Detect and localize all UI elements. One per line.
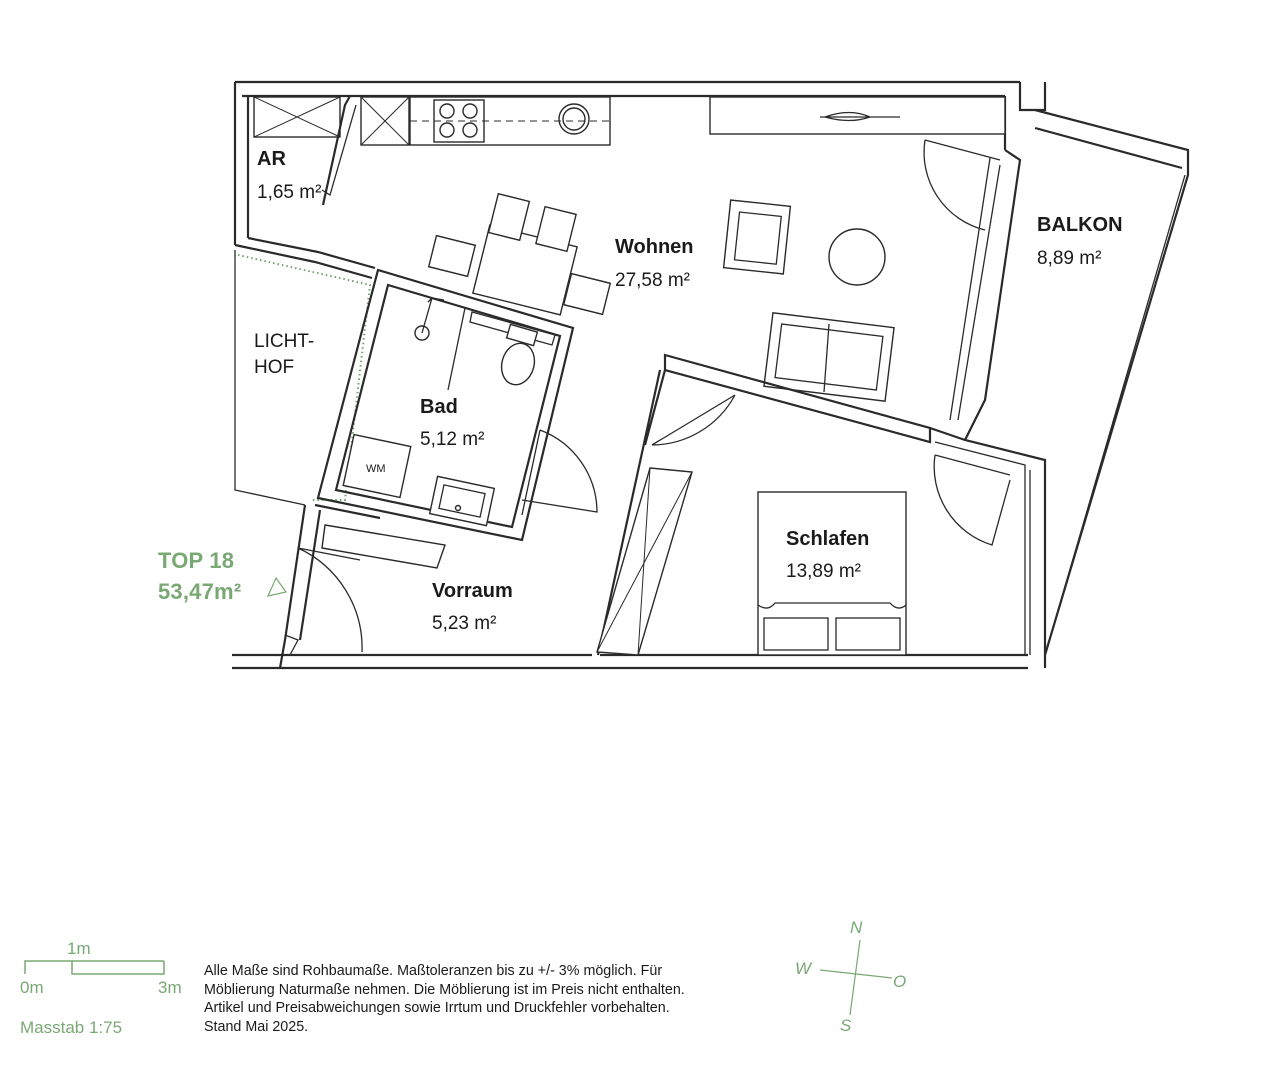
scale-label-0m: 0m [20, 978, 44, 997]
unit-area: 53,47m² [158, 579, 242, 604]
vorraum-area: 5,23 m² [432, 613, 496, 634]
washer-label: WM [366, 463, 386, 475]
vorraum-area [284, 503, 446, 656]
bad-walls [316, 268, 575, 542]
compass-west: W [795, 959, 812, 978]
scale-ratio: Masstab 1:75 [20, 1018, 123, 1037]
shower-fixture [414, 297, 445, 341]
balkon-area: 8,89 m² [1037, 248, 1101, 269]
scale-bar [24, 960, 165, 975]
bed [757, 491, 907, 656]
bad-door [521, 429, 598, 516]
lichthof-line1: LICHT- [254, 331, 314, 352]
bathroom-sink [428, 475, 496, 527]
scale-label-3m: 3m [158, 978, 182, 997]
compass-east: O [893, 972, 907, 991]
compass-north: N [850, 918, 863, 937]
vorraum-name: Vorraum [432, 580, 513, 602]
wohnen-name: Wohnen [615, 236, 694, 258]
compass-icon [819, 939, 893, 1016]
outer-walls [232, 80, 1047, 670]
schlafen-door [651, 394, 736, 446]
washing-machine [342, 433, 412, 499]
schlafen-wardrobe [596, 467, 693, 656]
unit-title: TOP 18 [158, 548, 235, 573]
balkon-area [929, 108, 1190, 668]
lichthof-line2: HOF [254, 357, 294, 378]
wohnen-balkon-door [923, 139, 1001, 231]
ar-storage [253, 95, 357, 206]
wohnen-area: 27,58 m² [615, 270, 690, 291]
bad-area: 5,12 m² [420, 429, 484, 450]
toilet [500, 323, 539, 386]
ar-area: 1,65 m² [257, 182, 321, 203]
balkon-name: BALKON [1037, 214, 1123, 236]
disclaimer-text: Alle Maße sind Rohbaumaße. Maßtoleranzen… [204, 963, 685, 1035]
compass-south: S [840, 1016, 852, 1035]
entrance-arrow-icon [266, 576, 288, 597]
kitchen [360, 96, 1006, 146]
schlafen-name: Schlafen [786, 528, 869, 550]
dining-table [427, 192, 612, 316]
living-furniture [722, 199, 895, 402]
schlafen-area: 13,89 m² [786, 561, 861, 582]
wohnen-schlafen-wall [596, 353, 932, 656]
scale-label-1m: 1m [67, 939, 91, 958]
bad-name: Bad [420, 396, 458, 418]
schlafen-balkon-door [933, 454, 1011, 546]
ar-name: AR [257, 148, 286, 170]
